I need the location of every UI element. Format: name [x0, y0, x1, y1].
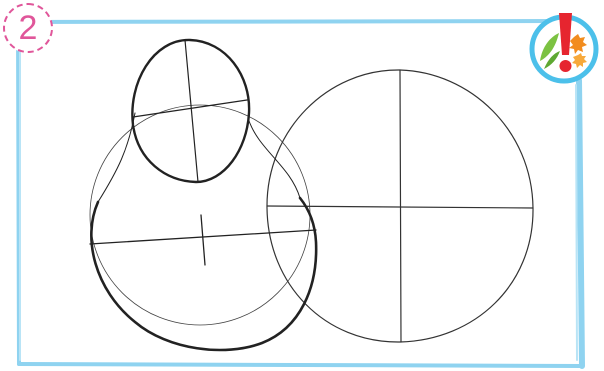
- frame-border: [18, 21, 582, 366]
- pear-figure: [90, 40, 316, 350]
- head-vertical-axis: [185, 40, 198, 182]
- body-outline: [91, 198, 316, 350]
- exclamation-paint-icon: [526, 3, 600, 91]
- large-circle-vertical-axis: [400, 70, 401, 342]
- guide-circle: [90, 105, 310, 325]
- left-neck-curve: [98, 113, 135, 202]
- right-neck-curve: [248, 118, 300, 198]
- head-outline: [132, 40, 249, 182]
- body-center-tick: [201, 215, 205, 265]
- exercise-number: 2: [5, 5, 51, 51]
- head-horizontal-axis: [133, 100, 247, 117]
- exercise-number-badge: 2: [3, 3, 53, 53]
